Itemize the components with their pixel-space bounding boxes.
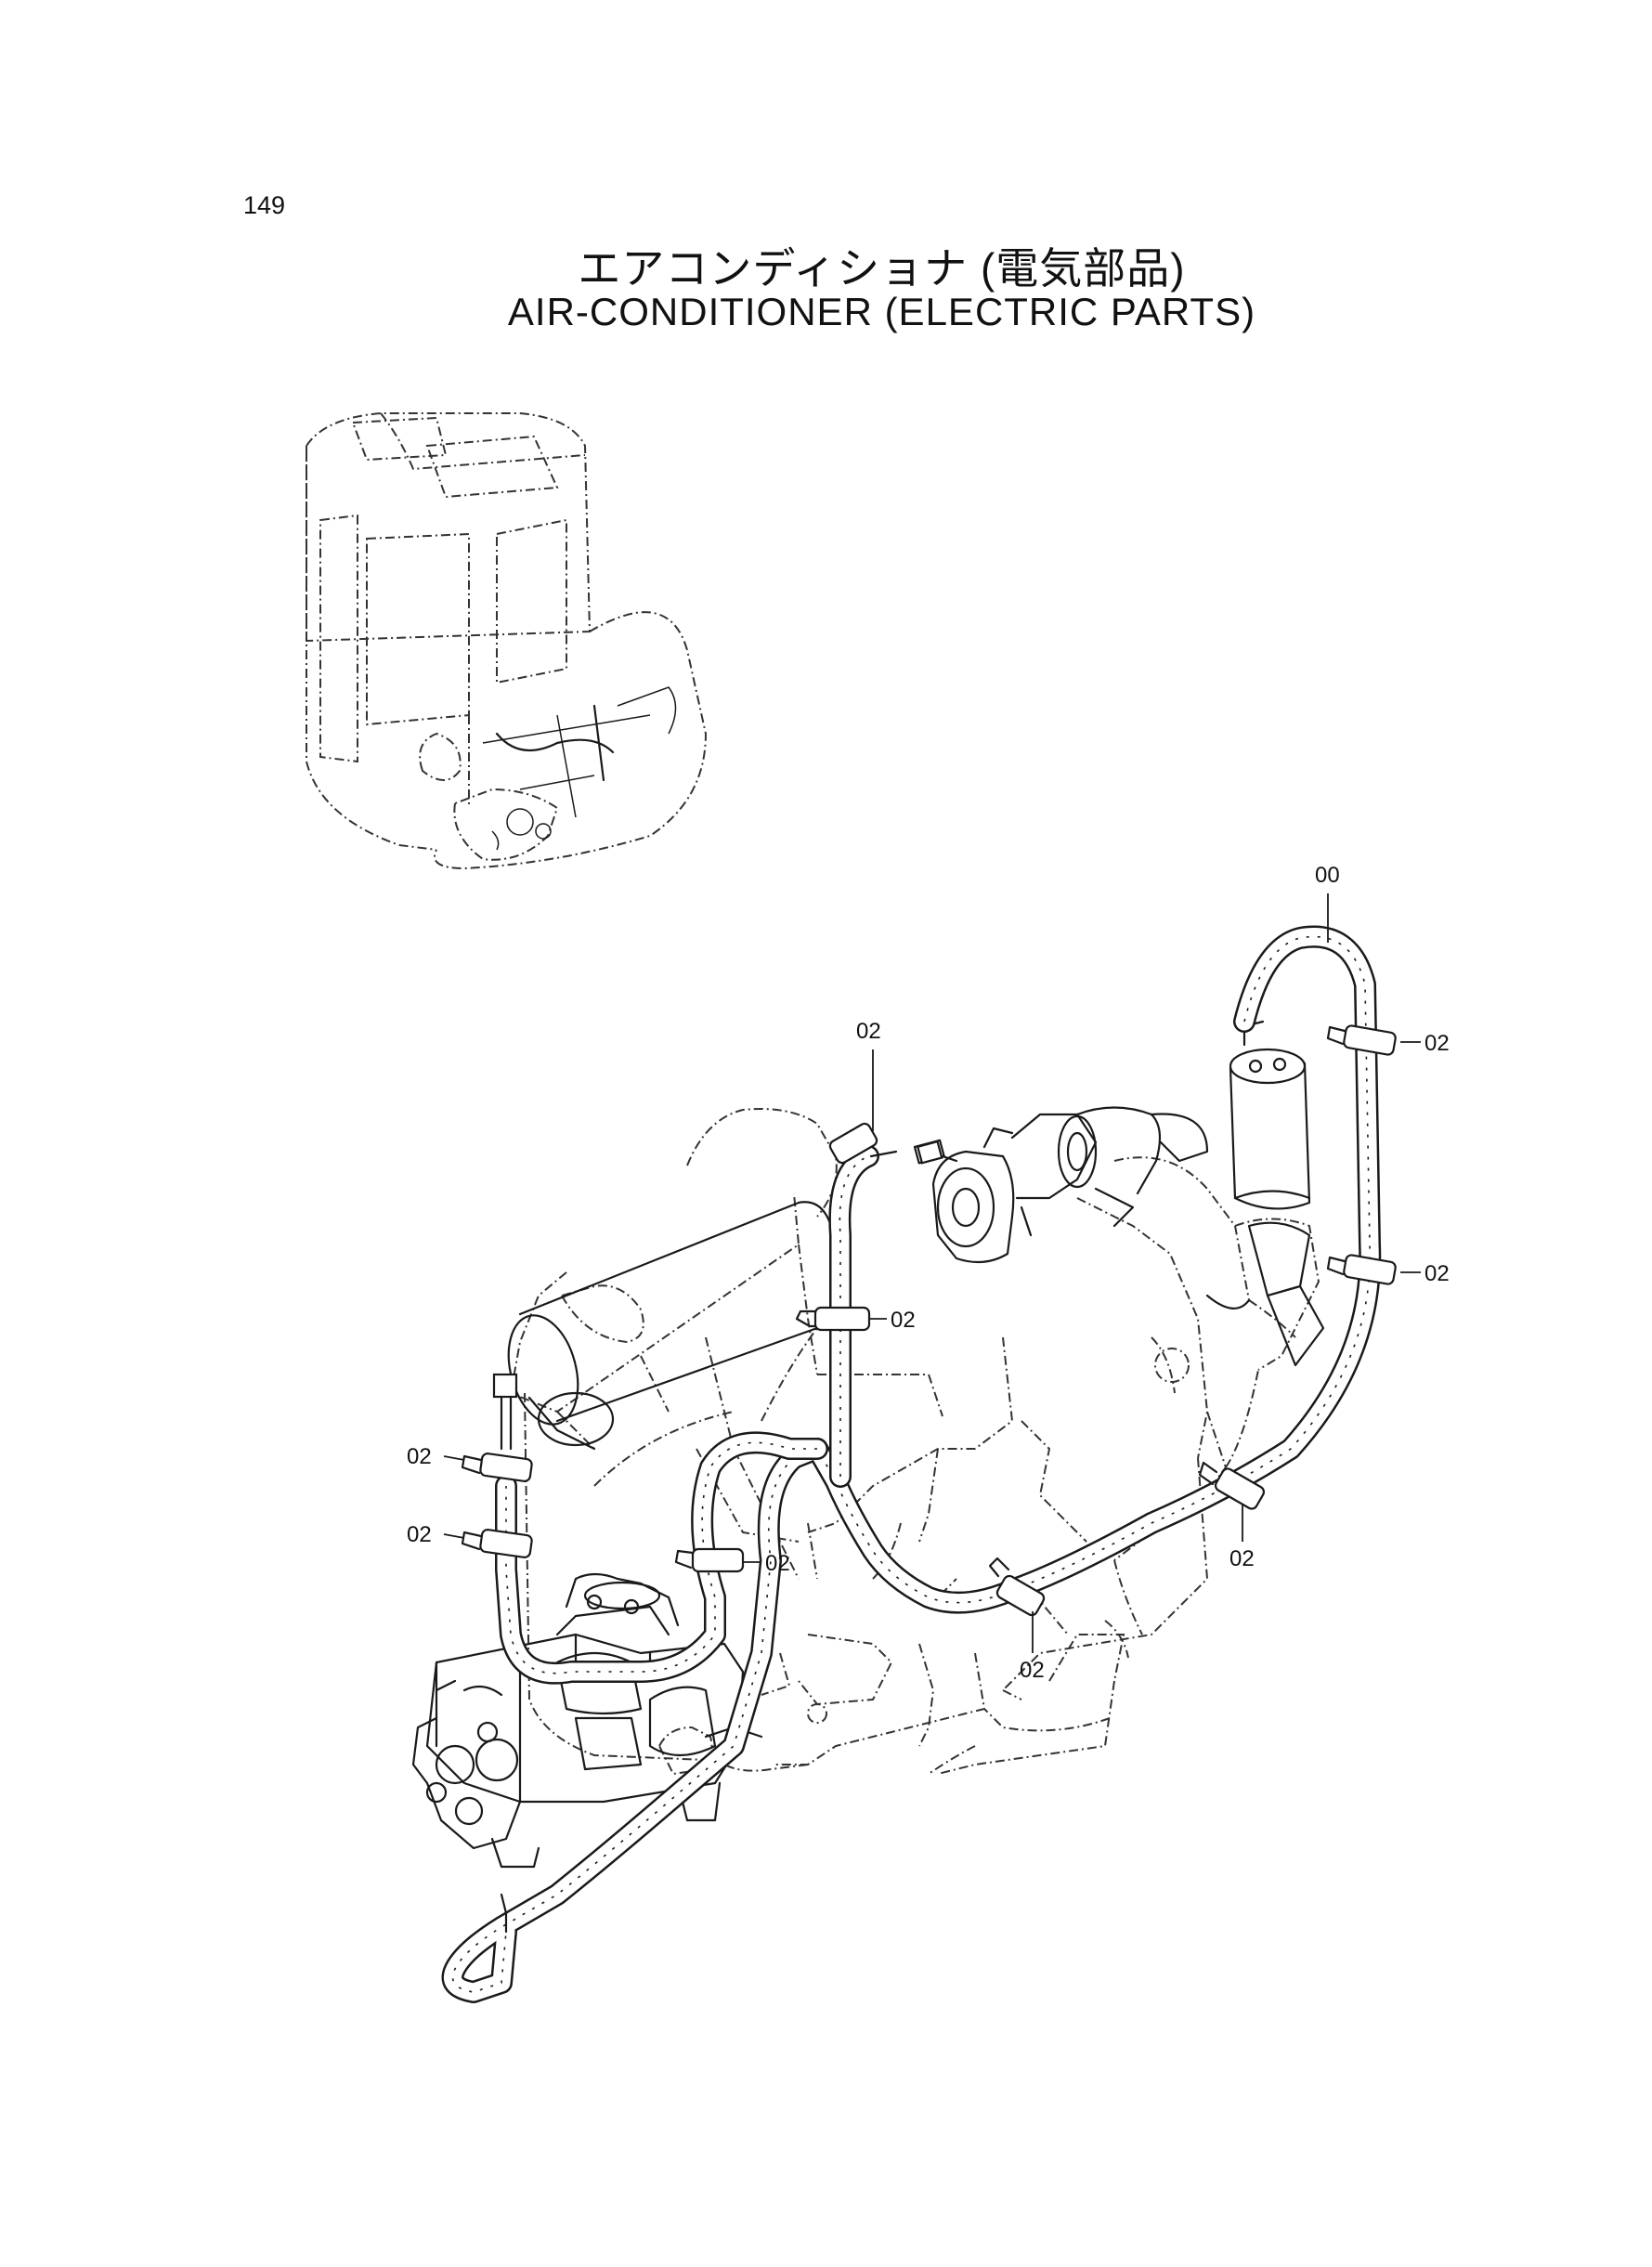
callout-02-right-lower: 02 (1424, 1261, 1450, 1286)
callout-02-left-lower: 02 (407, 1522, 432, 1547)
cab-overview-illustration (306, 412, 708, 870)
title-english: AIR-CONDITIONER (ELECTRIC PARTS) (507, 290, 1256, 333)
muffler-illustration (507, 1201, 842, 1451)
blower-motor-illustration (913, 1106, 1209, 1264)
callout-02-right-upper: 02 (1424, 1031, 1450, 1056)
callout-00: 00 (1315, 863, 1340, 888)
title-japanese: エアコンディショナ (電気部品) (578, 244, 1186, 293)
receiver-drier-illustration (1229, 1020, 1311, 1210)
fan-illustration (1205, 1221, 1325, 1367)
callout-02-bottom: 02 (1020, 1658, 1045, 1683)
callout-02-top: 02 (856, 1019, 881, 1044)
callout-labels: 00 02 02 02 02 02 02 02 02 02 (407, 863, 1450, 1683)
callout-02-centre: 02 (891, 1308, 916, 1333)
callout-02-left-upper: 02 (407, 1444, 432, 1469)
page-number: 149 (243, 191, 286, 219)
leader-lines (443, 893, 1421, 1653)
wire-harness (441, 925, 1382, 2003)
harness-clamps (461, 1024, 1397, 1617)
callout-02-mid: 02 (765, 1551, 790, 1576)
callout-02-bottom-right: 02 (1229, 1546, 1255, 1571)
